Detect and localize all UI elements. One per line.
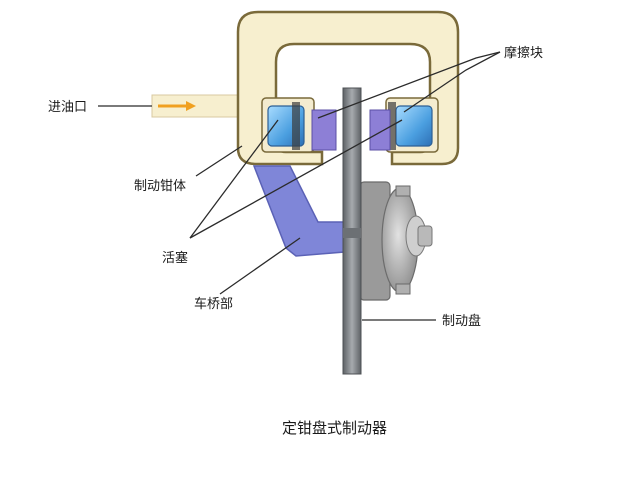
- label-piston: 活塞: [162, 250, 188, 266]
- oil-flow-arrowhead-icon: [186, 101, 196, 111]
- left-piston: [261, 97, 315, 153]
- label-caliper-body: 制动钳体: [134, 179, 186, 194]
- label-axle-part: 车桥部: [194, 296, 233, 312]
- left-friction-pad: [311, 109, 337, 151]
- oil-inlet-pipe: [151, 94, 243, 118]
- leader-lines: [98, 51, 501, 321]
- axle-bracket: [252, 165, 345, 257]
- wheel-hub: [359, 181, 433, 301]
- label-friction-pad: 摩擦块: [504, 45, 543, 61]
- diagram-caption: 定钳盘式制动器: [282, 419, 387, 437]
- right-friction-pad: [369, 109, 391, 151]
- label-oil-inlet: 进油口: [48, 100, 87, 115]
- label-brake-disc: 制动盘: [442, 313, 481, 329]
- disc-band: [343, 228, 361, 238]
